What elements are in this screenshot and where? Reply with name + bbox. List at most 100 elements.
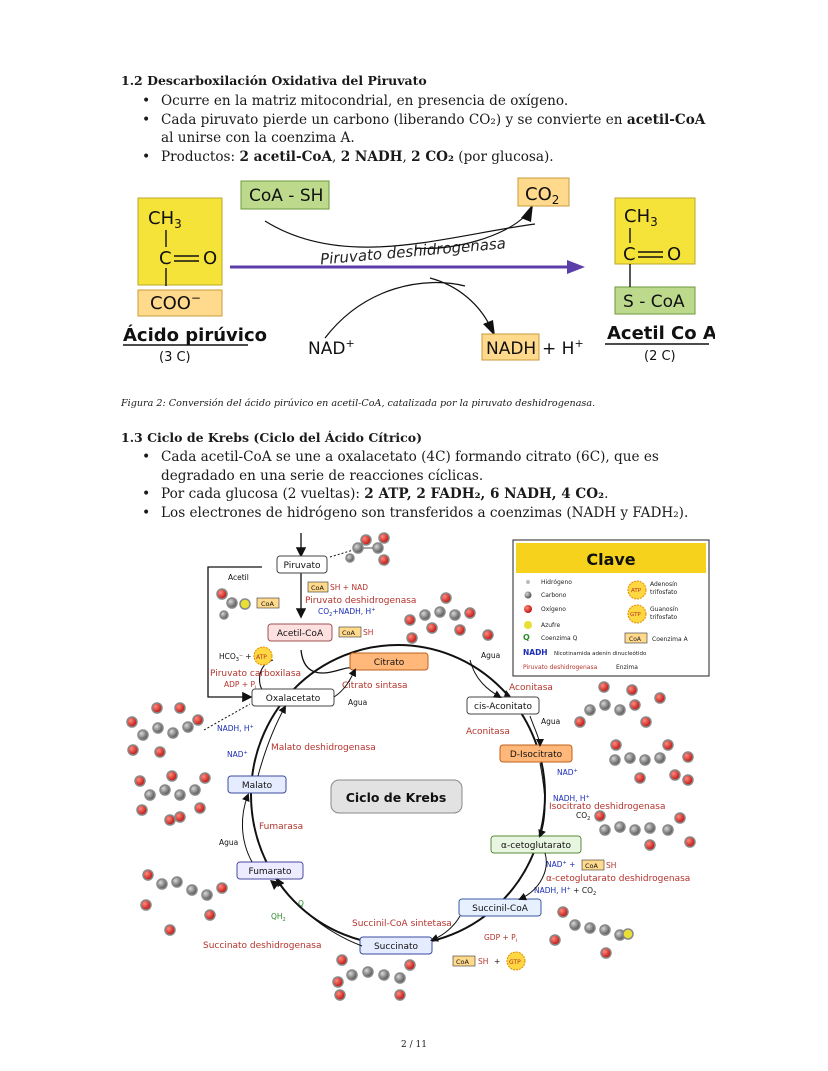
nad-text: NAD+: [308, 337, 355, 359]
legend-item: Enzima: [616, 664, 638, 671]
co2-box: [517, 177, 570, 207]
carbon-left: C: [159, 248, 172, 269]
bullet-bold: acetil-CoA: [626, 111, 706, 128]
cofactor-label: Agua: [348, 698, 367, 707]
main-arrow-head: [567, 260, 585, 274]
enzyme-label: Succinato deshidrogenasa: [203, 941, 321, 951]
metabolite-fumarato: Fumarato: [236, 861, 304, 880]
gtp-tag: GTP: [509, 959, 521, 966]
molecule-oxaloacetate: [126, 702, 204, 758]
legend-gtp: GTP: [630, 612, 641, 618]
svg-text:α-cetoglutarato: α-cetoglutarato: [501, 841, 571, 851]
metabolite-oxalacetato: Oxalacetato: [251, 688, 335, 707]
bullet-item: Cada piruvato pierde un carbono (liberan…: [140, 111, 710, 148]
molecule-succinate: [332, 954, 416, 1001]
bullet-text: ,: [402, 148, 412, 165]
right-name: Acetil Co A: [607, 323, 715, 344]
enzyme-label: Citrato sintasa: [342, 681, 408, 691]
legend-item: Oxígeno: [541, 606, 566, 613]
bullet-text: Cada acetil-CoA se une a oxalacetato (4C…: [161, 449, 659, 484]
pyruvate-box: [137, 197, 223, 286]
svg-text:Succinil-CoA: Succinil-CoA: [472, 904, 529, 914]
acetylcoa-box: [614, 197, 696, 265]
section-1-2-bullets: Ocurre en la matriz mitocondrial, en pre…: [140, 92, 710, 166]
cofactor-label: Agua: [481, 651, 500, 660]
right-sub: (2 C): [644, 349, 676, 364]
cofactor-label: SH + NAD: [330, 583, 368, 592]
bullet-bold: 2 CO₂: [411, 148, 454, 165]
legend-item: Piruvato deshidrogenasa: [523, 664, 598, 671]
svg-text:Citrato: Citrato: [374, 658, 405, 668]
coash-box: [240, 180, 330, 210]
bullet-bold: 2 NADH: [340, 148, 403, 165]
cofactor-label: NADH, H: [553, 794, 586, 803]
legend-item: Coenzima Q: [541, 635, 578, 642]
atp-tag: ATP: [256, 654, 267, 661]
enzyme-label: Isocitrato deshidrogenasa: [549, 802, 665, 812]
molecule-acetyl: [216, 588, 251, 620]
legend-nadh: NADH: [523, 648, 548, 657]
ch3-left: CH3: [148, 208, 182, 231]
legend-atp: ATP: [631, 588, 642, 594]
legend-coa: CoA: [629, 636, 642, 643]
coa-tag: CoA: [261, 600, 275, 608]
scoa-text: S - CoA: [623, 292, 685, 312]
coa-tag: CoA: [456, 958, 470, 966]
nadh-box: [481, 333, 540, 361]
ch3-right: CH3: [624, 206, 658, 229]
bullet-text: (por glucosa).: [453, 148, 554, 165]
figure-2-caption: Figura 2: Conversión del ácido pirúvico …: [121, 398, 596, 409]
svg-text:NAD+: NAD+: [227, 750, 248, 759]
svg-text:Malato: Malato: [242, 781, 273, 791]
section-1-2-heading: 1.2 Descarboxilación Oxidativa del Piruv…: [121, 73, 427, 88]
molecule-pyruvate: [345, 532, 390, 566]
bullet-text: ,: [332, 148, 341, 165]
bullet-text: Productos:: [161, 148, 240, 165]
cofactor-label: NADH, H: [217, 724, 250, 733]
legend-item: Coenzima A: [652, 636, 689, 643]
cofactor-label: SH: [363, 628, 373, 637]
section-1-3-heading: 1.3 Ciclo de Krebs (Ciclo del Ácido Cítr…: [121, 430, 423, 445]
svg-text:Piruvato: Piruvato: [283, 561, 321, 571]
svg-text:NAD+: NAD+: [557, 768, 578, 777]
enzyme-label: Succinil-CoA sintetasa: [352, 919, 452, 929]
svg-text:CO2+NADH, H+: CO2+NADH, H+: [318, 607, 375, 618]
h-plus-text: + H+: [542, 337, 584, 359]
figure-pyruvate-conversion: CH3 C O COO− Ácido pirúvico (3 C) CoA - …: [123, 177, 715, 365]
cofactor-label: NADH, H: [534, 886, 567, 895]
bullet-item: Los electrones de hidrógeno son transfer…: [140, 504, 710, 523]
cofactor-label: CO: [318, 607, 329, 616]
svg-text:NADH, H+: NADH, H+: [553, 794, 590, 803]
bullet-item: Cada acetil-CoA se une a oxalacetato (4C…: [140, 448, 710, 485]
cofactor-label: Agua: [541, 717, 560, 726]
svg-text:CO2: CO2: [576, 811, 590, 822]
cofactor-label: ADP + P: [224, 680, 255, 689]
svg-text:Ciclo de Krebs: Ciclo de Krebs: [346, 790, 447, 805]
metabolite-malato: Malato: [227, 775, 287, 794]
svg-text:GDP + Pi: GDP + Pi: [484, 933, 517, 944]
cofactor-label: HCO: [219, 652, 236, 661]
molecule-malate: [134, 770, 211, 826]
bullet-bold: 2 ATP, 2 FADH₂, 6 NADH, 4 CO₂: [364, 486, 605, 502]
metabolite-cetoglutarato: α-cetoglutarato: [490, 835, 582, 854]
metabolite-cisaconitato: cis-Aconitato: [466, 696, 540, 715]
molecule-fumarate: [140, 869, 228, 936]
svg-text:Fumarato: Fumarato: [249, 867, 292, 877]
legend-item: Carbono: [541, 592, 567, 599]
enzyme-label: Fumarasa: [259, 822, 303, 832]
svg-text:NADH, H+: NADH, H+: [217, 724, 254, 733]
enzyme-label: Aconitasa: [509, 683, 553, 693]
coash-text: CoA - SH: [249, 186, 323, 206]
svg-text:NADH, H+ + CO2: NADH, H+ + CO2: [534, 886, 596, 897]
enzyme-label: Aconitasa: [466, 727, 510, 737]
svg-text:cis-Aconitato: cis-Aconitato: [474, 702, 532, 712]
coo-box: [137, 289, 223, 317]
svg-text:ADP + Pi: ADP + Pi: [224, 680, 256, 691]
cofactor-label: QH: [271, 912, 283, 921]
cofactor-label: NAD: [557, 768, 574, 777]
coa-tag: CoA: [342, 629, 356, 637]
metabolite-succinato: Succinato: [359, 936, 433, 955]
section-1-3-bullets: Cada acetil-CoA se une a oxalacetato (4C…: [140, 448, 710, 522]
svg-text:Succinato: Succinato: [374, 942, 419, 952]
